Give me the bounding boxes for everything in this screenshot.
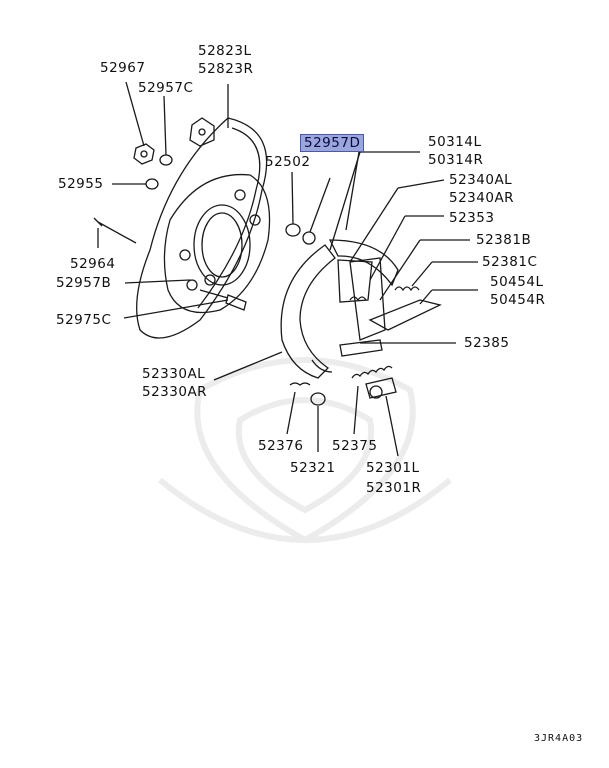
label-52957b: 52957B	[56, 275, 112, 291]
label-52330al: 52330AL	[142, 366, 206, 382]
spring-52376	[289, 382, 311, 386]
spring-52381c	[394, 286, 420, 292]
bolt	[225, 294, 247, 311]
label-52375: 52375	[332, 438, 378, 454]
label-52967: 52967	[100, 60, 146, 76]
label-52385: 52385	[464, 335, 510, 351]
label-52330ar: 52330AR	[142, 384, 208, 400]
backing-plate	[136, 117, 268, 339]
label-50314l: 50314L	[428, 134, 482, 150]
hub-opening	[193, 204, 251, 286]
adjuster-52385	[339, 339, 383, 357]
hub-plate	[163, 173, 271, 314]
label-52353: 52353	[449, 210, 495, 226]
spring-52353	[349, 296, 367, 302]
cap-52955	[145, 178, 159, 190]
label-52975c: 52975C	[56, 312, 112, 328]
label-52955: 52955	[58, 176, 104, 192]
strut-50454	[368, 299, 442, 331]
diagram-code: 3JR4A03	[534, 733, 584, 744]
washer-52957c	[159, 154, 173, 166]
brake-shoe-52330	[280, 244, 336, 379]
label-52340ar: 52340AR	[449, 190, 515, 206]
label-52823r: 52823R	[198, 61, 254, 77]
label-50454l: 50454L	[490, 274, 544, 290]
label-52381c: 52381C	[482, 254, 538, 270]
label-52376: 52376	[258, 438, 304, 454]
label-52502: 52502	[265, 154, 311, 170]
label-52381b: 52381B	[476, 232, 532, 248]
nut-52967	[133, 143, 155, 165]
parts-linework	[93, 81, 478, 457]
label-52957c: 52957C	[138, 80, 194, 96]
mounting-tab	[189, 117, 215, 147]
washer-52502	[285, 223, 301, 237]
label-52340al: 52340AL	[449, 172, 513, 188]
label-52964: 52964	[70, 256, 116, 272]
label-52301r: 52301R	[366, 480, 422, 496]
label-52823l: 52823L	[198, 43, 252, 59]
lever-52340	[349, 257, 386, 341]
spring-52375	[351, 365, 393, 379]
watermark-emblem	[158, 357, 452, 544]
pin-52964	[97, 221, 137, 244]
washer-52957d	[302, 231, 316, 245]
label-50314r: 50314R	[428, 152, 484, 168]
wheel-cylinder-52301	[365, 377, 397, 399]
label-50454r: 50454R	[490, 292, 546, 308]
cap-52321	[310, 392, 326, 406]
label-52301l: 52301L	[366, 460, 420, 476]
label-52321: 52321	[290, 460, 336, 476]
label-52957d-highlighted[interactable]: 52957D	[300, 134, 365, 152]
